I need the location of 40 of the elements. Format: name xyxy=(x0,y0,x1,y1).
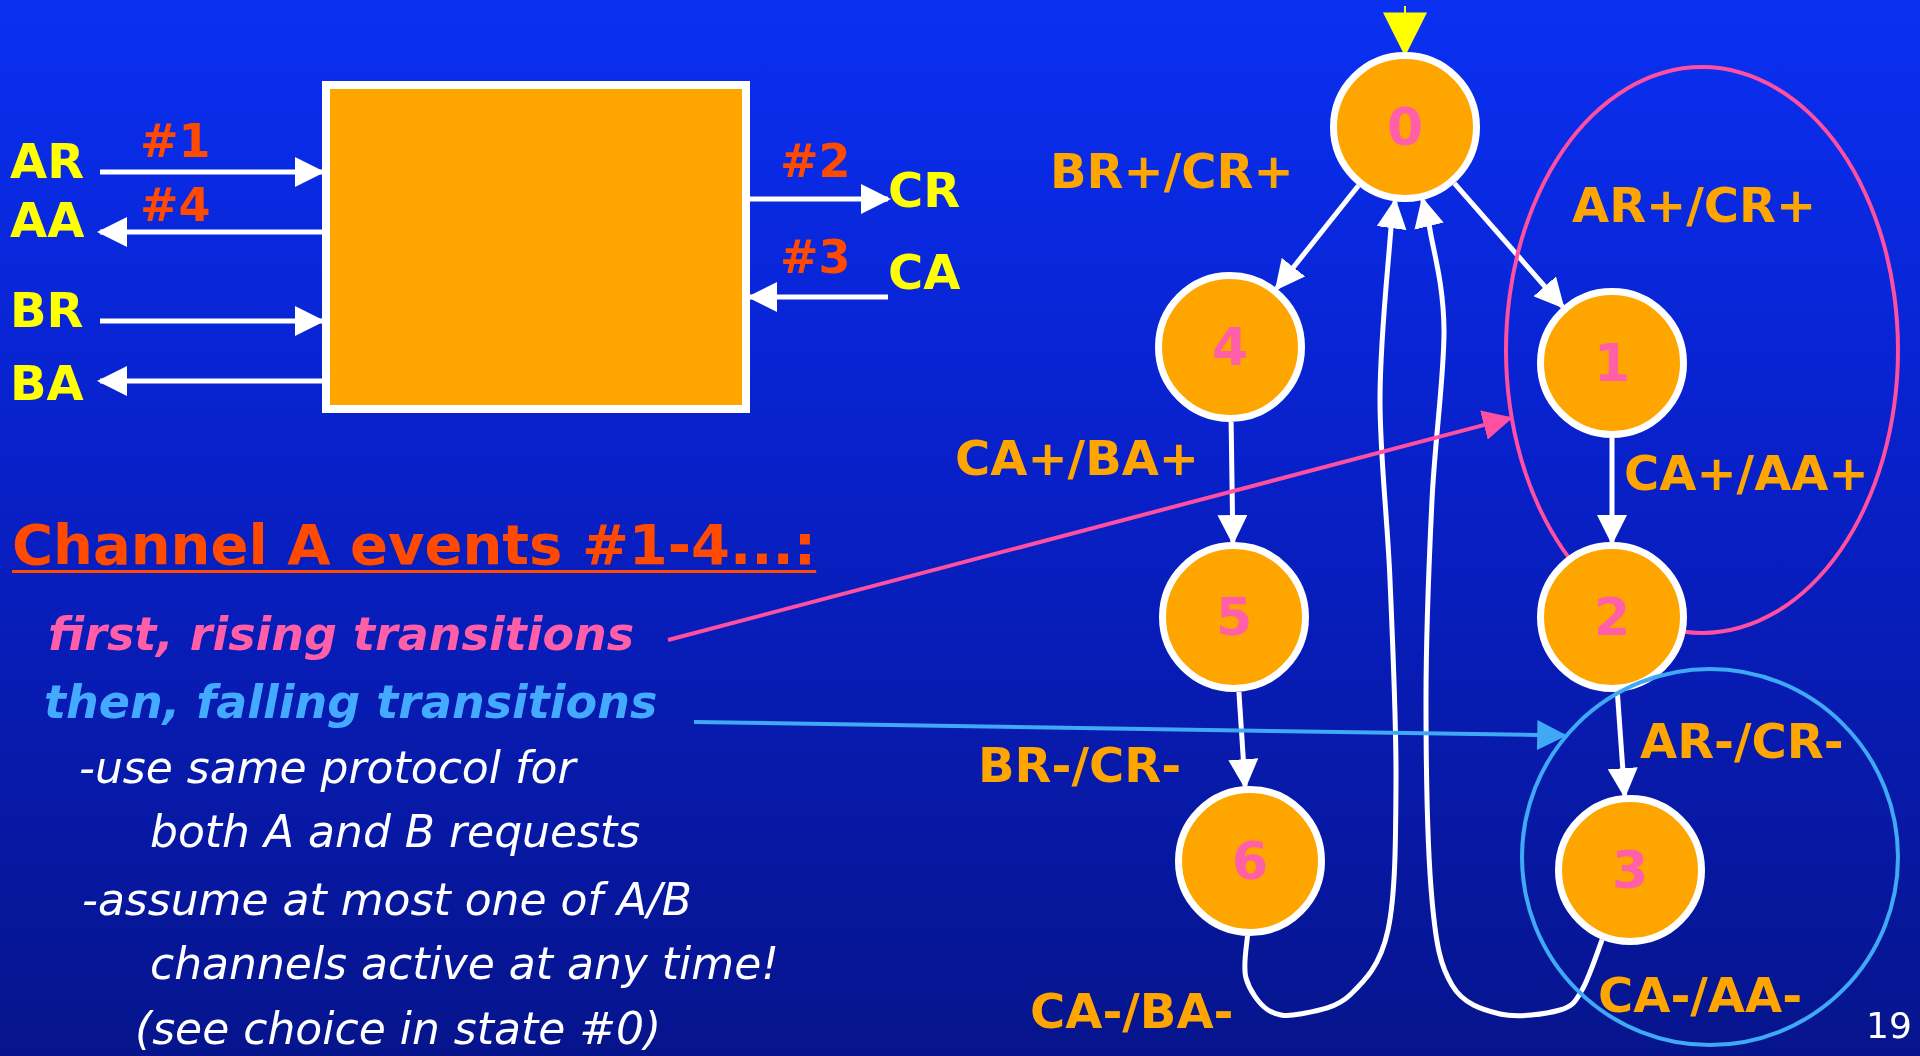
arrow xyxy=(97,366,322,396)
edge-label: AR-/CR- xyxy=(1640,716,1844,766)
edge-label: #3 xyxy=(780,232,851,282)
heading: Channel A events #1-4...: xyxy=(12,512,817,577)
block-box xyxy=(322,81,750,413)
signal-name: BR xyxy=(10,282,100,338)
arrow xyxy=(1217,421,1248,545)
state-circle: 5 xyxy=(1159,542,1309,692)
arrow xyxy=(1415,197,1605,1019)
edge-label: CA+/BA+ xyxy=(955,433,1200,483)
note-text: first, rising transitions xyxy=(48,606,668,662)
note-text: (see choice in state #0) xyxy=(135,1002,663,1056)
arrow xyxy=(1274,184,1361,291)
edge-label: AR+/CR+ xyxy=(1572,180,1817,230)
state-circle: 2 xyxy=(1537,542,1687,692)
arrow xyxy=(1452,181,1565,309)
arrow xyxy=(750,184,891,214)
state-circle: 3 xyxy=(1555,795,1705,945)
note-text: -use same protocol for both A and B requests xyxy=(79,741,642,859)
signal-name: BA xyxy=(10,355,100,411)
note-text: then, falling transitions xyxy=(44,674,694,730)
edge-label: CA-/AA- xyxy=(1598,970,1803,1020)
state-circle: 0 xyxy=(1330,52,1480,202)
signal-name: AA xyxy=(10,192,100,248)
signal-name: AR xyxy=(10,133,100,189)
state-circle: 4 xyxy=(1155,272,1305,422)
edge-label: BR+/CR+ xyxy=(1050,146,1294,196)
edge-label: CA+/AA+ xyxy=(1624,448,1869,498)
arrow xyxy=(97,217,322,247)
arrow xyxy=(1597,438,1627,545)
signal-name: CR xyxy=(888,162,978,218)
state-circle: 1 xyxy=(1537,288,1687,438)
signal-name: CA xyxy=(888,244,978,300)
edge-label: #2 xyxy=(780,136,851,186)
edge-label: #1 xyxy=(140,116,211,166)
note-text: -assume at most one of A/B channels active at any time! xyxy=(82,873,780,991)
page-number: 19 xyxy=(1866,1006,1912,1046)
state-circle: 6 xyxy=(1175,786,1325,936)
edge-label: CA-/BA- xyxy=(1030,986,1234,1036)
edge-label: #4 xyxy=(140,180,211,230)
